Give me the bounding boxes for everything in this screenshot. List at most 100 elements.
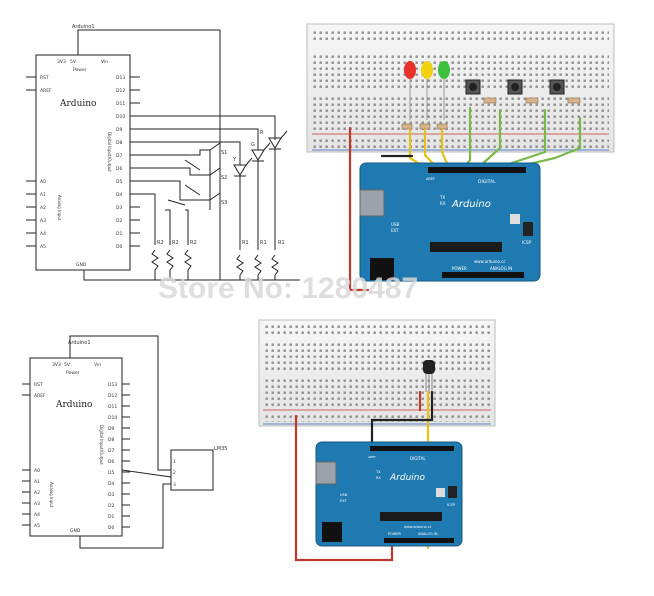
resistor-label-r1-c: R1 xyxy=(278,240,285,246)
switch-label-s2: S2 xyxy=(221,175,227,181)
resistor-zigzags-r1 xyxy=(236,254,279,276)
schematic-bottom xyxy=(22,335,214,549)
power-pin-5v-top: 5V xyxy=(70,59,77,65)
icsp-header-bottom xyxy=(448,486,457,498)
right-pin-d9-top: D9 xyxy=(116,127,122,133)
switch-label-s3: S3 xyxy=(221,200,227,206)
breadboard-top-rail-top xyxy=(312,30,609,42)
breadboard-top-holes-lower xyxy=(312,96,609,132)
leds-photo xyxy=(404,61,450,120)
right-pin-d12-bottom: D12 xyxy=(108,393,117,399)
analog-label-bottom: Analog Input xyxy=(49,482,54,508)
breadboard-bottom-rail-top xyxy=(263,325,491,335)
right-pin-d11-bottom: D11 xyxy=(108,404,117,410)
resistor-label-r2-c: R2 xyxy=(190,240,197,246)
left-pin-aref-top: AREF xyxy=(40,88,52,94)
lm35-pin-2: 2 xyxy=(173,470,176,476)
power-label-photo-bottom: POWER xyxy=(388,532,402,536)
gnd-label-top: GND xyxy=(76,262,87,268)
wire-led2 xyxy=(140,128,259,150)
led-green xyxy=(438,61,450,79)
power-jack-top xyxy=(370,258,394,280)
wire-red-bottom-a xyxy=(294,414,394,562)
icsp-header-top xyxy=(523,222,533,236)
digital-label-photo-top: DIGITAL xyxy=(478,179,496,185)
resistor-label-r1-b: R1 xyxy=(260,240,267,246)
left-pin-a5-top: A5 xyxy=(40,244,46,250)
right-pin-stubs-top xyxy=(130,76,140,247)
right-pin-d1-bottom: D1 xyxy=(108,514,114,520)
left-pin-a4-top: A4 xyxy=(40,231,46,237)
right-pin-d6-bottom: D6 xyxy=(108,459,114,465)
right-pin-d4-bottom: D4 xyxy=(108,481,114,487)
wire-red-5v xyxy=(348,126,370,292)
arduino-board-bottom: Arduino DIGITAL www.arduino.cc POWER ANA… xyxy=(315,441,463,547)
analog-header-top xyxy=(442,272,524,278)
url-label-top: www.arduino.cc xyxy=(474,259,506,264)
store-watermark: Store No: 1280487 xyxy=(158,272,418,305)
led-red xyxy=(404,61,416,79)
right-pin-d8-bottom: D8 xyxy=(108,437,114,443)
right-pin-d5-bottom: D5 xyxy=(108,470,114,476)
resistor-label-r2-b: R2 xyxy=(172,240,179,246)
analog-label-photo-bottom: ANALOG IN xyxy=(418,532,438,536)
right-pin-stubs-bottom xyxy=(122,383,130,528)
wire-led3 xyxy=(140,141,241,165)
left-pin-a3-top: A3 xyxy=(40,218,46,224)
left-pin-a1-bottom: A1 xyxy=(34,479,40,485)
right-pin-d7-bottom: D7 xyxy=(108,448,114,454)
wire-sw1 xyxy=(140,149,210,156)
left-pin-a2-top: A2 xyxy=(40,205,46,211)
arduino-title-bottom: Arduino xyxy=(55,400,92,410)
board-name-top: Arduino xyxy=(451,199,491,210)
power-label-photo-top: POWER xyxy=(452,266,467,271)
usb-label-top: USB xyxy=(391,222,399,227)
analog-label-photo-top: ANALOG IN xyxy=(490,266,512,271)
left-pin-a4-bottom: A4 xyxy=(34,512,40,518)
ext-label-top: EXT xyxy=(391,228,399,233)
digital-header-bottom xyxy=(370,446,454,451)
arduino-board-top: Arduino DIGITAL www.arduino.cc POWER ANA… xyxy=(359,162,541,282)
wire-5v-bottom xyxy=(69,335,171,471)
power-pin-vin-top: Vin xyxy=(101,59,108,65)
arduino-ref-top: Arduino1 xyxy=(72,24,95,30)
arduino-ref-bottom: Arduino1 xyxy=(68,340,91,346)
right-pin-d10-top: D10 xyxy=(116,114,125,120)
icsp-label-top: ICSP xyxy=(522,240,532,245)
power-jack-bottom xyxy=(322,522,342,542)
arduino-box-bottom xyxy=(29,357,123,537)
digital-header-top xyxy=(428,167,526,173)
tx-label-top: TX xyxy=(439,195,445,200)
right-pin-d0-top: D0 xyxy=(116,244,122,250)
left-pin-rst-top: RST xyxy=(40,75,49,81)
aref-label-top: AREF xyxy=(426,177,435,181)
wire-r2-a xyxy=(140,193,156,245)
right-pin-d4-top: D4 xyxy=(116,192,122,198)
right-pin-d11-top: D11 xyxy=(116,101,125,107)
url-label-bottom: www.arduino.cc xyxy=(404,525,432,529)
power-pin-vin-bottom: Vin xyxy=(94,362,101,368)
right-pin-d3-top: D3 xyxy=(116,205,122,211)
right-pin-d13-top: D13 xyxy=(116,75,125,81)
switch-symbols xyxy=(167,142,221,206)
chip-bottom xyxy=(380,512,442,521)
right-pin-d3-bottom: D3 xyxy=(108,492,114,498)
left-pin-a1-top: A1 xyxy=(40,192,46,198)
digital-label-top: Digital Input/Output xyxy=(107,132,112,172)
led-symbols xyxy=(233,130,288,177)
schematic-bottom-labels: Arduino1 Arduino 3V3 5V Vin Power RST AR… xyxy=(34,340,227,534)
right-pin-d8-top: D8 xyxy=(116,140,122,146)
right-pin-d0-bottom: D0 xyxy=(108,525,114,531)
switch-label-s1: S1 xyxy=(221,150,227,156)
power-pin-3v3-bottom: 3V3 xyxy=(52,362,61,368)
breadboard-bottom-rail-bottom xyxy=(263,412,491,422)
lm35-pin-1: 1 xyxy=(173,459,176,465)
breadboard-top-rail-bottom xyxy=(312,136,609,148)
arduino-title-top: Arduino xyxy=(59,99,96,109)
photo-top: Arduino DIGITAL www.arduino.cc POWER ANA… xyxy=(306,23,615,292)
right-pin-d5-top: D5 xyxy=(116,179,122,185)
left-pin-aref-bottom: AREF xyxy=(34,393,46,399)
right-pin-d1-top: D1 xyxy=(116,231,122,237)
wire-sw3 xyxy=(140,180,210,201)
